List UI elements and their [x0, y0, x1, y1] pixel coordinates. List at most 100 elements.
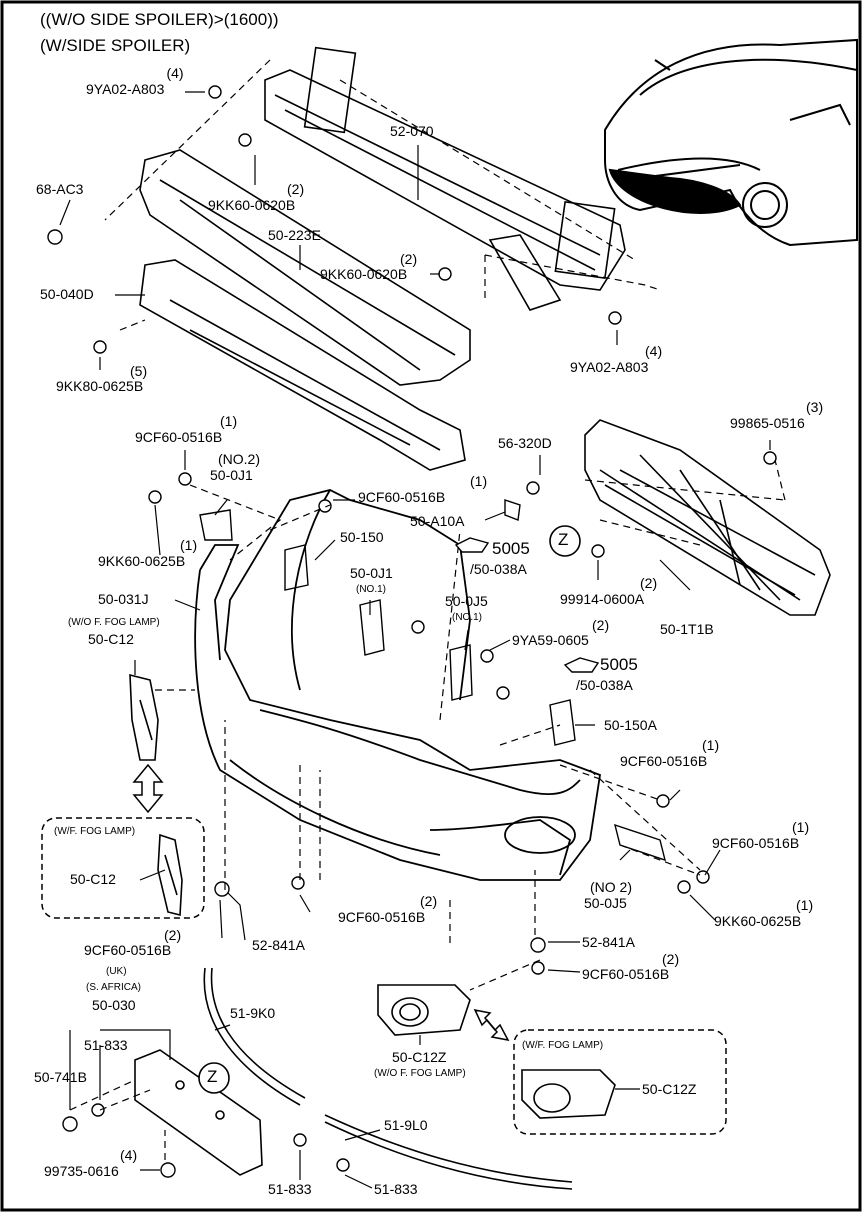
molding-strip-51-9L0 — [324, 1114, 573, 1190]
part-99865-0516: 99865-0516 — [730, 415, 805, 431]
qty-9CF60-0516B-e: (2) — [420, 893, 438, 909]
part-50-0J1-no1: 50-0J1 — [350, 565, 393, 581]
ref-5005-a-sub: /50-038A — [470, 561, 527, 577]
note-wf-fog-lamp-b: (W/F. FOG LAMP) — [522, 1040, 604, 1051]
part-51-9L0: 51-9L0 — [384, 1117, 428, 1133]
part-9KK80-0625B: 9KK80-0625B — [56, 378, 144, 394]
note-50-0J1-no2: (NO.2) — [218, 451, 260, 467]
fog-cover-50-C12Z-a — [377, 984, 471, 1036]
part-9YA59-0605: 9YA59-0605 — [512, 632, 589, 648]
alignment-lines — [69, 59, 786, 1160]
note-50-0J1-no1: (NO.1) — [356, 584, 386, 595]
part-50-0J1-no2: 50-0J1 — [210, 467, 253, 483]
part-50-C12Z-a: 50-C12Z — [392, 1049, 447, 1065]
part-50-031J: 50-031J — [98, 591, 149, 607]
ref-5005-b-sub: /50-038A — [576, 677, 633, 693]
part-51-833-a: 51-833 — [84, 1037, 128, 1053]
ref-5005-a: 5005 — [492, 539, 530, 558]
part-68-AC3: 68-AC3 — [36, 181, 84, 197]
part-99735-0616: 99735-0616 — [44, 1163, 119, 1179]
option-box-wf-fog-lamp-left — [41, 817, 205, 919]
qty-9CF60-0516B-b: (1) — [470, 473, 488, 489]
qty-9CF60-0516B-c: (1) — [702, 737, 720, 753]
qty-9KK60-0625B-b: (1) — [796, 897, 814, 913]
note-50-0J5-no1: (NO.1) — [452, 612, 482, 623]
zone-z-b: Z — [207, 1067, 218, 1086]
part-56-320D: 56-320D — [498, 435, 552, 451]
leader-lines — [59, 91, 771, 1189]
ref-5005-b: 5005 — [600, 655, 638, 674]
fasteners — [47, 85, 777, 1178]
side-bracket-50-C12-b — [157, 833, 183, 917]
header-line-1: ((W/O SIDE SPOILER)>(1600)) — [40, 10, 279, 29]
part-50-C12-a: 50-C12 — [88, 631, 134, 647]
double-arrow-right — [473, 1008, 510, 1042]
part-9KK60-0620B-b: 9KK60-0620B — [320, 266, 408, 282]
option-box-wf-fog-lamp-right — [513, 1029, 727, 1135]
qty-9KK80-0625B: (5) — [130, 363, 148, 379]
zone-z-a: Z — [558, 530, 569, 549]
part-50-150: 50-150 — [340, 529, 384, 545]
part-50-030: 50-030 — [92, 997, 136, 1013]
qty-9CF60-0516B-a: (1) — [220, 413, 238, 429]
header-line-2: (W/SIDE SPOILER) — [40, 36, 191, 55]
part-9CF60-0516B-a: 9CF60-0516B — [135, 429, 223, 445]
part-51-9K0: 51-9K0 — [230, 1005, 276, 1021]
part-9CF60-0516B-c: 9CF60-0516B — [620, 753, 708, 769]
bumper-reinforcement-52-070 — [264, 46, 626, 311]
qty-99914-0600A: (2) — [640, 575, 658, 591]
note-wf-fog-lamp-a: (W/F. FOG LAMP) — [54, 826, 136, 837]
qty-9CF60-0516B-d: (1) — [792, 819, 810, 835]
part-50-0J5-no2: 50-0J5 — [584, 895, 627, 911]
clip-brackets — [199, 499, 666, 862]
part-9CF60-0516B-e: 9CF60-0516B — [338, 909, 426, 925]
part-50-A10A: 50-A10A — [410, 513, 465, 529]
qty-9KK60-0620B-b: (2) — [400, 251, 418, 267]
part-50-150A: 50-150A — [604, 717, 657, 733]
fog-cover-50-C12Z-b — [521, 1069, 616, 1119]
qty-9KK60-0620B-a: (2) — [287, 181, 305, 197]
part-50-0J5-no1: 50-0J5 — [445, 593, 488, 609]
zone-circles — [198, 525, 581, 1094]
bumper-fascia-50-031J — [194, 489, 602, 881]
qty-9YA59-0605: (2) — [592, 617, 610, 633]
license-plate-bracket-50-030 — [134, 1049, 263, 1176]
grille-50-1T1B — [584, 419, 831, 616]
qty-9CF60-0516B-f: (2) — [164, 927, 182, 943]
qty-9CF60-0516B-g: (2) — [662, 951, 680, 967]
part-99914-0600A: 99914-0600A — [560, 591, 645, 607]
part-50-1T1B: 50-1T1B — [660, 621, 714, 637]
car-front-view — [604, 38, 858, 247]
part-50-C12-b: 50-C12 — [70, 871, 116, 887]
qty-9KK60-0625B-a: (1) — [180, 537, 198, 553]
part-50-741B: 50-741B — [34, 1069, 87, 1085]
qty-9YA02-A803-top: (4) — [166, 65, 184, 81]
part-50-C12Z-b: 50-C12Z — [642, 1081, 697, 1097]
part-52-841A-b: 52-841A — [582, 934, 635, 950]
part-9CF60-0516B-g: 9CF60-0516B — [582, 966, 670, 982]
part-52-070: 52-070 — [390, 123, 434, 139]
part-50-223E: 50-223E — [268, 227, 321, 243]
part-51-833-c: 51-833 — [374, 1181, 418, 1197]
part-9KK60-0625B-a: 9KK60-0625B — [98, 553, 186, 569]
part-51-833-b: 51-833 — [268, 1181, 312, 1197]
energy-absorber-50-223E — [139, 149, 471, 386]
part-50-040D: 50-040D — [40, 286, 94, 302]
under-cover-50-040D — [139, 259, 466, 471]
ref-arrow-icon-b — [563, 657, 600, 673]
qty-99735-0616: (4) — [120, 1147, 138, 1163]
ref-arrow-icon-a — [454, 537, 490, 553]
qty-99865-0516: (3) — [806, 399, 824, 415]
note-50-0J5-no2: (NO 2) — [590, 879, 632, 895]
part-9CF60-0516B-f: 9CF60-0516B — [84, 942, 172, 958]
qty-9YA02-A803-b: (4) — [645, 343, 663, 359]
note-uk: (UK) — [106, 966, 127, 977]
part-52-841A-a: 52-841A — [252, 937, 305, 953]
note-wo-f-fog-lamp-a: (W/O F. FOG LAMP) — [68, 617, 160, 628]
part-9CF60-0516B-d: 9CF60-0516B — [712, 835, 800, 851]
part-9CF60-0516B-b: 9CF60-0516B — [358, 489, 446, 505]
molding-strip-51-9K0 — [203, 967, 306, 1106]
double-arrow-left — [132, 763, 164, 814]
side-bracket-50-C12-a — [129, 673, 159, 761]
